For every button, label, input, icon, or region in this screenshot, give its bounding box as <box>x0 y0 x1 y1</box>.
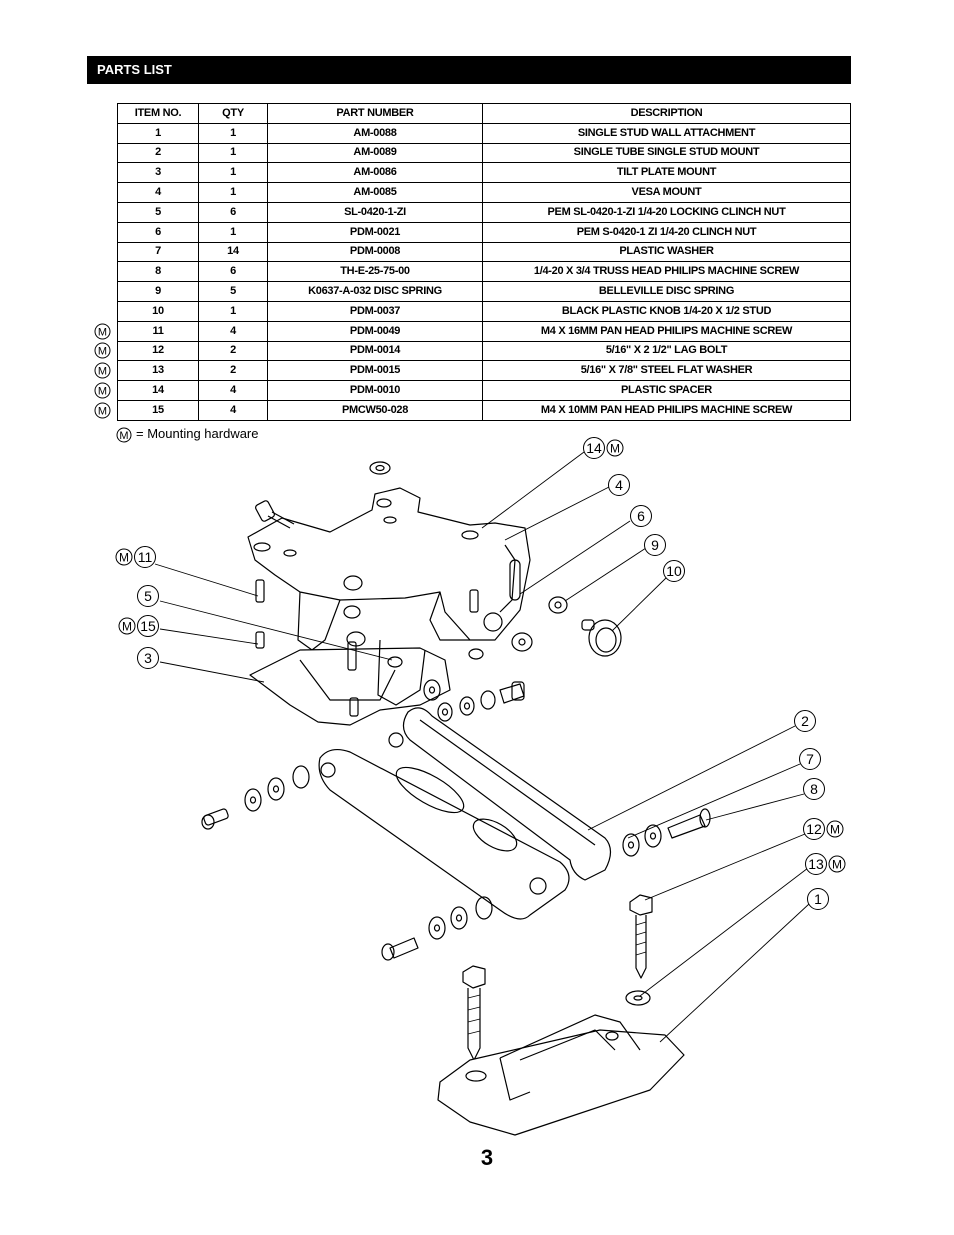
callout-6: 6 <box>630 505 652 527</box>
part-number-cell: PMCW50-028 <box>267 399 483 421</box>
mounting-hardware-icon: M <box>832 858 842 872</box>
callout-5: 5 <box>137 585 159 607</box>
screw-part <box>255 579 265 603</box>
callout-label: 12 <box>806 821 822 837</box>
callout-12: 12 M <box>803 818 844 840</box>
spacer-part <box>369 461 391 475</box>
qty-cell: 4 <box>198 399 268 421</box>
callout-10: 10 <box>663 560 685 582</box>
callout-15: 15 M <box>118 615 159 637</box>
svg-text:M: M <box>98 326 107 338</box>
mounting-hardware-icon: M <box>94 382 111 399</box>
callout-label: 4 <box>615 477 623 493</box>
mounting-hardware-icon: M <box>119 551 129 565</box>
callout-label: 6 <box>637 508 645 524</box>
svg-text:M: M <box>119 430 128 442</box>
leader-lines <box>154 451 810 1043</box>
mounting-hardware-icon: M <box>116 427 132 443</box>
page-number: 3 <box>480 1145 494 1170</box>
callout-label: 8 <box>810 781 818 797</box>
knob-part <box>581 619 622 657</box>
callout-label: 1 <box>814 891 822 907</box>
mounting-hardware-icon: M <box>94 323 111 340</box>
vesa-mount-part <box>247 487 531 651</box>
mounting-legend: M = Mounting hardware <box>116 425 259 443</box>
callout-4: 4 <box>608 474 630 496</box>
mounting-hardware-icon: M <box>610 442 620 456</box>
callout-2: 2 <box>794 710 816 732</box>
mounting-hardware-icon: M <box>94 342 111 359</box>
callout-7: 7 <box>799 748 821 770</box>
callout-label: 9 <box>651 537 659 553</box>
mounting-hardware-icon: M <box>830 823 840 837</box>
callout-8: 8 <box>803 778 825 800</box>
svg-text:M: M <box>98 405 107 417</box>
callout-13: 13 M <box>805 853 846 875</box>
mounting-hardware-icon: M <box>122 620 132 634</box>
callout-label: 11 <box>138 549 153 565</box>
callout-label: 15 <box>140 618 156 634</box>
mounting-hardware-icon: M <box>94 362 111 379</box>
table-header-row: ITEM NO. QTY PART NUMBER DESCRIPTION <box>117 103 851 124</box>
callout-3: 3 <box>137 647 159 669</box>
callout-label: 10 <box>666 563 682 579</box>
tube-arm-part <box>388 707 612 881</box>
tilt-plate-part <box>249 639 451 726</box>
mounting-hardware-icon: M <box>94 402 111 419</box>
callout-label: 5 <box>144 588 152 604</box>
lag-bolt-part <box>462 894 653 1061</box>
callout-label: 3 <box>144 650 152 666</box>
callout-11: 11 M <box>115 546 156 568</box>
callout-9: 9 <box>644 534 666 556</box>
callout-1: 1 <box>807 888 829 910</box>
description-cell: M4 X 10MM PAN HEAD PHILIPS MACHINE SCREW <box>482 399 851 421</box>
stud-mount-part <box>318 748 570 920</box>
callout-label: 13 <box>808 856 824 872</box>
parts-list-header: PARTS LIST <box>87 56 851 84</box>
svg-text:M: M <box>98 386 107 398</box>
wall-attachment-part <box>437 1014 685 1136</box>
callout-label: 7 <box>806 751 814 767</box>
legend-text: = Mounting hardware <box>136 426 259 441</box>
callout-label: 14 <box>586 440 602 456</box>
callout-14: 14 M <box>583 437 624 459</box>
callout-label: 2 <box>801 713 809 729</box>
svg-text:M: M <box>98 366 107 378</box>
svg-text:M: M <box>98 346 107 358</box>
